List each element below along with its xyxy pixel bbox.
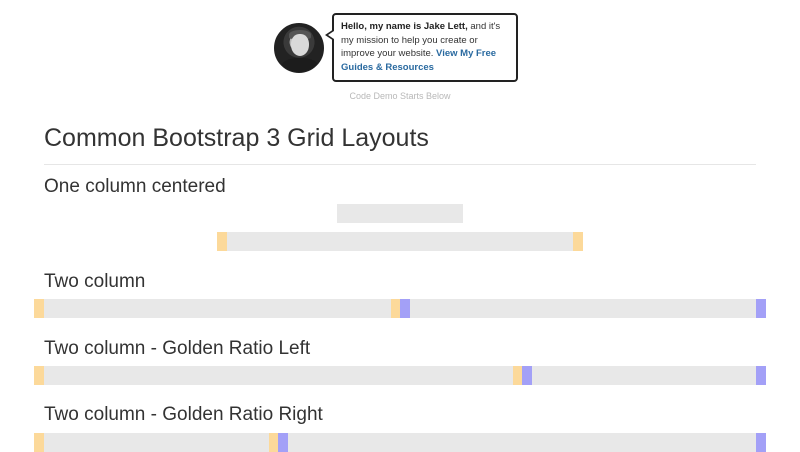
gutter-center-left: [269, 433, 278, 452]
gutter-center-right: [522, 366, 532, 385]
centered-block: [337, 204, 463, 223]
gutter-center-right: [278, 433, 288, 452]
column-centered: [227, 232, 573, 251]
free-guides-link[interactable]: View My Free Guides & Resources: [341, 48, 497, 73]
gutter-center-left: [513, 366, 522, 385]
section-title-two-column: Two column: [44, 271, 146, 292]
column-left: [44, 366, 513, 385]
speech-bubble: Hello, my name is Jake Lett, and it's my…: [325, 13, 518, 82]
author-name-intro: Hello, my name is Jake Lett,: [341, 21, 468, 32]
column-left: [44, 299, 391, 318]
avatar-face: [291, 33, 309, 56]
gutter-center-right: [400, 299, 410, 318]
author-message: and it's my mission to help you create o…: [341, 21, 501, 59]
author-avatar: [274, 22, 324, 73]
gutter-left: [34, 433, 44, 452]
avatar-shirt: [281, 57, 319, 72]
page-title: Common Bootstrap 3 Grid Layouts: [44, 124, 429, 152]
gutter-right: [573, 232, 583, 251]
demo-note: Code Demo Starts Below: [349, 91, 451, 101]
column-right: [410, 299, 756, 318]
column-left: [44, 433, 269, 452]
gutter-right: [756, 433, 766, 452]
author-bio: Hello, my name is Jake Lett, and it's my…: [274, 13, 518, 82]
gutter-left: [34, 366, 44, 385]
section-title-golden-left: Two column - Golden Ratio Left: [44, 338, 311, 359]
gutter-right: [756, 366, 766, 385]
gutter-left: [217, 232, 227, 251]
section-title-one-column: One column centered: [44, 176, 226, 197]
column-right: [288, 433, 756, 452]
gutter-center-left: [391, 299, 400, 318]
title-divider: [44, 164, 756, 165]
column-right: [532, 366, 756, 385]
gutter-left: [34, 299, 44, 318]
section-title-golden-right: Two column - Golden Ratio Right: [44, 404, 323, 425]
gutter-right: [756, 299, 766, 318]
